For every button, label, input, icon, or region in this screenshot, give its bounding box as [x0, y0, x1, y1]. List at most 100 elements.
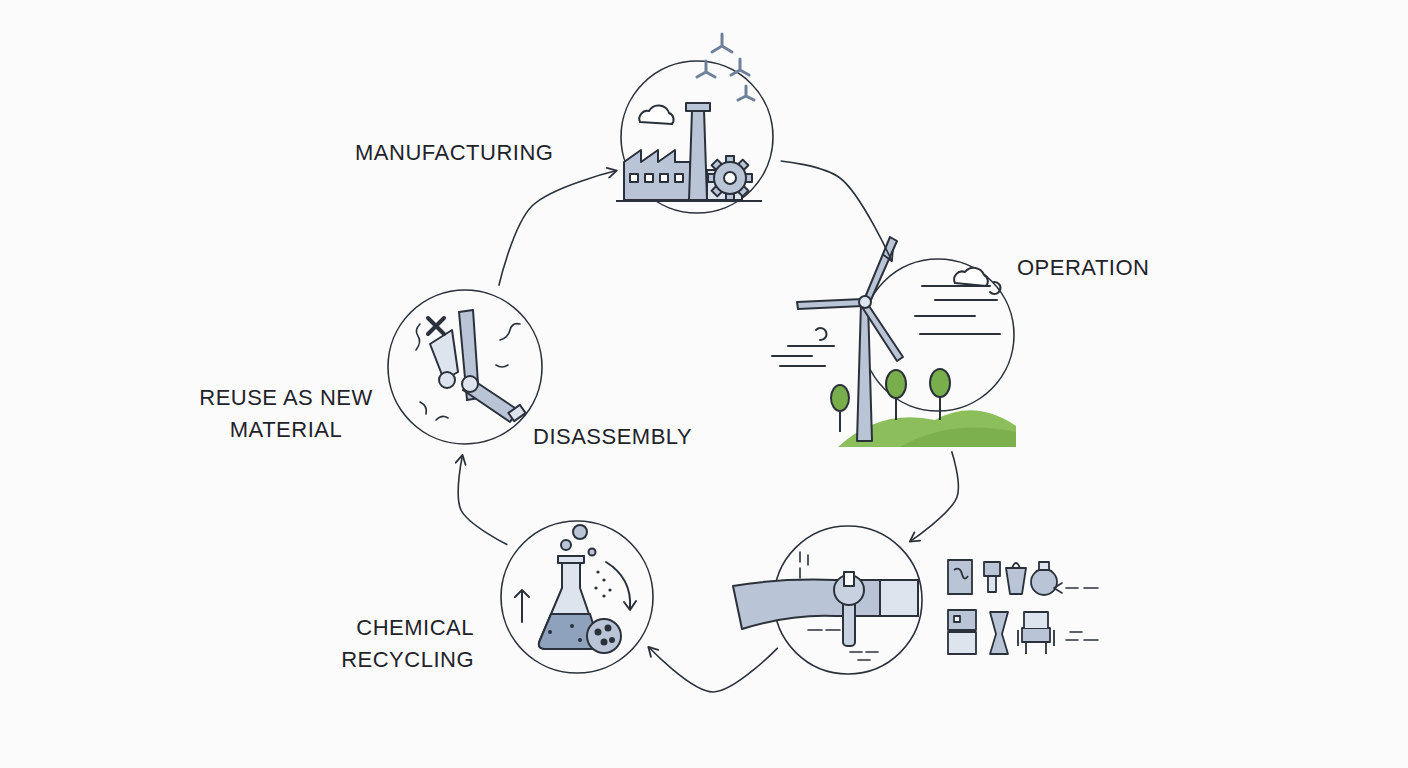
recycled-products-part	[1054, 583, 1098, 640]
chemistry-flask-part	[515, 562, 636, 622]
wind-turbine-scene-part	[857, 303, 872, 441]
factory-icon-part	[645, 174, 653, 182]
recycled-products-part	[1066, 587, 1098, 589]
stage-circle-outline	[388, 290, 542, 444]
factory-icon-part	[624, 150, 690, 200]
chemistry-flask-part	[587, 619, 621, 653]
mini-turbines	[697, 34, 754, 100]
recycled-products-part	[954, 569, 968, 579]
lifecycle-stage: CHEMICAL RECYCLING	[500, 520, 654, 674]
wind-turbine-scene-part	[788, 345, 834, 347]
stage-circle-outline	[774, 526, 922, 674]
blade-repair-part	[843, 596, 855, 646]
stage-circle	[620, 60, 774, 214]
stage-label: MANUFACTURING	[355, 137, 595, 169]
wind-turbine-scene-part	[900, 427, 1016, 447]
stage-circle-outline	[621, 61, 773, 213]
factory-icon-part	[686, 103, 710, 111]
factory-icon	[616, 103, 762, 201]
recycled-products-part	[1039, 562, 1049, 570]
stage-label: DISASSEMBLY	[533, 421, 723, 453]
recycled-products-part	[948, 632, 976, 654]
wind-turbine-scene-part	[915, 315, 975, 317]
lifecycle-stage: REUSE AS NEW MATERIALDISASSEMBLY	[387, 289, 543, 445]
chemistry-flask-part	[573, 525, 587, 539]
recycled-products-part	[1054, 583, 1062, 593]
factory-icon-part	[724, 172, 736, 184]
blade-fragments-part	[496, 365, 508, 367]
wind-turbine-scene-part	[772, 282, 1000, 366]
chemistry-flask-part	[558, 556, 584, 563]
lifecycle-stage	[773, 525, 923, 675]
wind-turbine-scene-part	[935, 299, 997, 301]
chemistry-flask-part	[602, 578, 605, 581]
chemistry-flask-part	[539, 562, 598, 649]
wind-turbine-scene-part	[780, 365, 825, 367]
wind-turbine-scene-part	[797, 299, 863, 309]
chemistry-flask	[515, 525, 636, 653]
factory-icon-part	[712, 160, 723, 171]
blade-repair-part	[800, 552, 878, 660]
cycle-arrow	[499, 171, 617, 286]
chemistry-flask-part	[602, 640, 607, 645]
chemistry-flask-part	[596, 570, 599, 573]
wind-turbine-scene-part	[864, 237, 897, 302]
recycled-products-part	[1024, 612, 1048, 628]
chemistry-flask-part	[589, 549, 596, 556]
factory-icon-part	[708, 174, 716, 182]
factory-icon-part	[616, 200, 762, 202]
wind-turbine-scene-part	[859, 296, 871, 308]
recycled-products-part	[948, 610, 976, 630]
wind-turbine-scene	[772, 237, 1016, 447]
factory-icon-part	[744, 174, 752, 182]
chemistry-flask-part	[548, 630, 552, 634]
wind-turbine-scene-part	[930, 369, 950, 397]
recycled-products-part	[1012, 563, 1020, 568]
cycle-arrow	[781, 161, 892, 261]
blade-fragments-part	[439, 372, 455, 388]
wind-turbine-scene-part	[839, 412, 841, 432]
stage-circle	[500, 520, 654, 674]
factory-icon-part	[726, 156, 734, 164]
wind-turbine-scene-part	[772, 355, 812, 357]
blade-fragments-part	[459, 310, 479, 400]
stage-circle-outline	[501, 521, 653, 673]
chemistry-flask-part	[608, 588, 611, 591]
recycled-products-part	[1006, 568, 1026, 594]
stage-circle	[773, 525, 923, 675]
blade-repair-part	[733, 580, 918, 629]
recycled-products-part	[1070, 631, 1082, 633]
stage-label: REUSE AS NEW MATERIAL	[196, 382, 376, 446]
factory-icon-part	[689, 110, 707, 200]
wind-turbine-scene-part	[990, 282, 1000, 294]
recycled-products	[948, 560, 1098, 654]
chemistry-flask-part	[606, 562, 630, 608]
stage-circle	[861, 258, 1015, 412]
stage-label: CHEMICAL RECYCLING	[334, 612, 474, 676]
factory-icon-part	[639, 105, 673, 124]
blade-fragments-part	[420, 402, 426, 414]
blade-fragments-part	[500, 324, 520, 340]
recycled-products-part	[1066, 639, 1098, 641]
blade-repair-part	[844, 572, 854, 586]
stage-circle	[387, 289, 543, 445]
wind-turbine-scene-part	[816, 328, 826, 340]
chemistry-flask-part	[606, 626, 611, 631]
cycle-arrow	[910, 451, 959, 541]
wind-turbine-scene-part	[920, 333, 1000, 335]
chemistry-flask-part	[610, 638, 614, 642]
blade-repair-part	[880, 580, 918, 616]
cycle-arrow	[648, 647, 777, 692]
factory-icon-part	[737, 185, 748, 196]
factory-icon-part	[737, 160, 748, 171]
blade-fragments-part	[463, 378, 518, 422]
wind-turbine-scene-part	[831, 385, 849, 411]
chemistry-flask-part	[624, 601, 636, 610]
chemistry-flask-part	[578, 638, 582, 642]
factory-icon-part	[675, 174, 683, 182]
mini-turbines-part	[712, 34, 732, 52]
